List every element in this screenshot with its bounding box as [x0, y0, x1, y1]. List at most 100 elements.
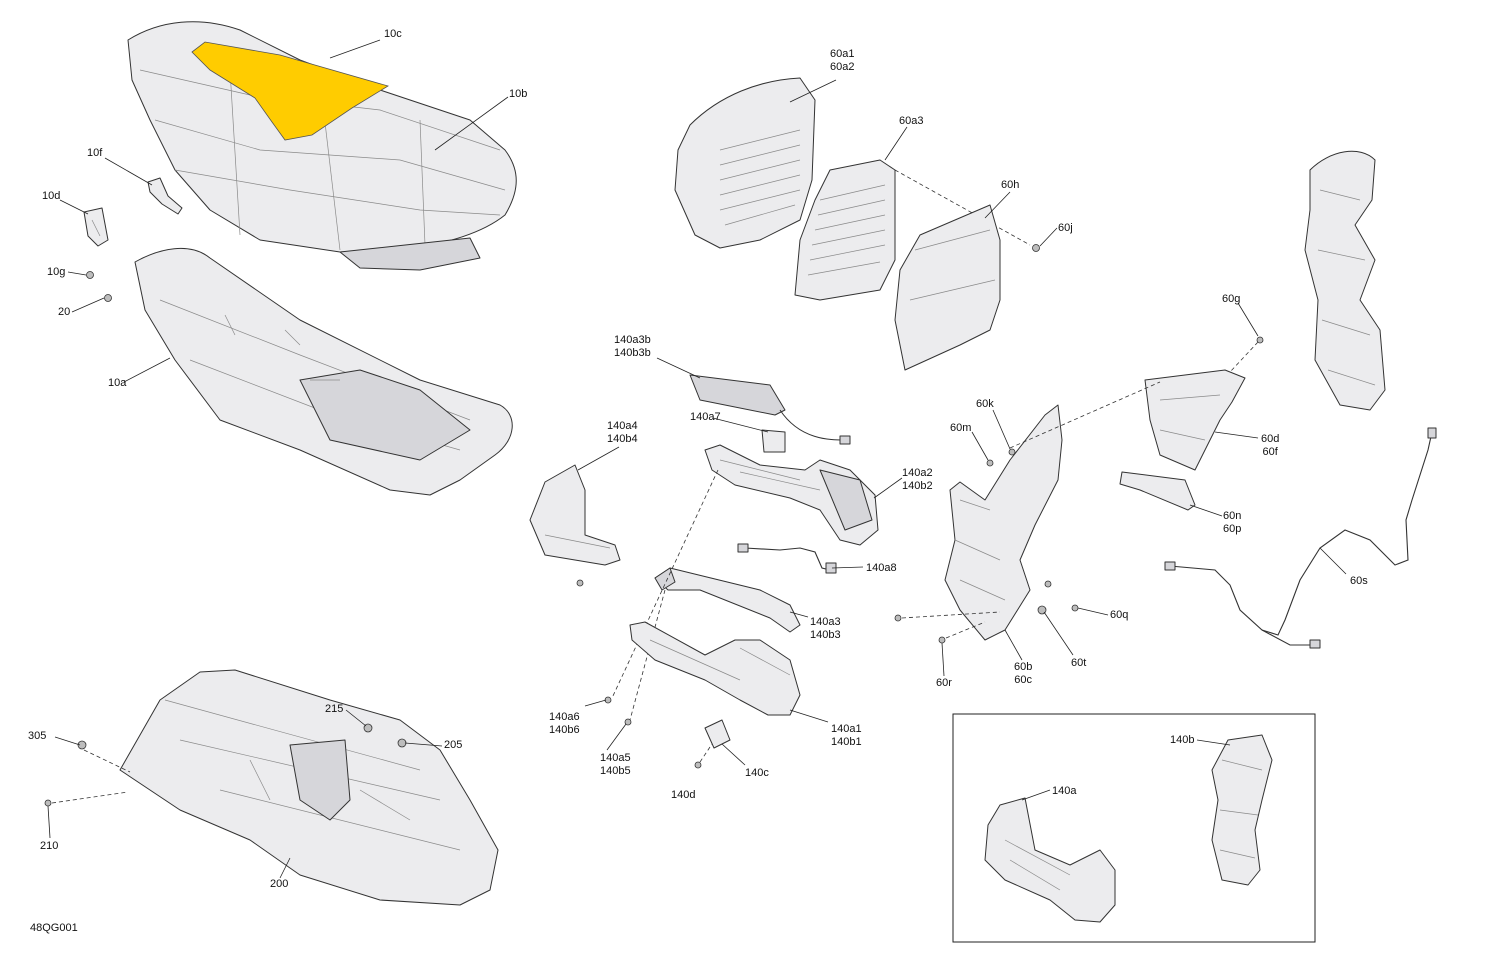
backrest-cover-60h — [894, 204, 1001, 371]
label-60n: 60n — [1223, 510, 1242, 522]
leader-dash-60b-side — [901, 611, 1001, 619]
cable-60s — [1169, 431, 1433, 636]
label-140a5: 140a5 — [600, 752, 631, 764]
seat-base-10a — [134, 247, 513, 496]
leader-dash-140a5 — [629, 589, 666, 721]
label-140b: 140b — [1170, 734, 1195, 746]
bracket-10d — [83, 207, 109, 247]
connector-60s-b — [1309, 639, 1321, 649]
label-140a4: 140a4 — [607, 420, 638, 432]
label-60a2: 60a2 — [830, 61, 855, 73]
inset-box — [952, 713, 1316, 943]
label-60q: 60q — [1110, 609, 1129, 621]
label-10a: 10a — [108, 377, 127, 389]
end-cap-140a4 — [529, 464, 621, 566]
screw-210 — [44, 799, 52, 807]
label-60p: 60p — [1223, 523, 1242, 535]
screw-60j — [1032, 244, 1040, 252]
label-140b2: 140b2 — [902, 480, 933, 492]
label-200: 200 — [270, 878, 289, 890]
inset-armrest-140b — [1211, 734, 1273, 886]
lower-base-200 — [119, 669, 499, 906]
seat-10b — [127, 21, 517, 271]
label-60s: 60s — [1350, 575, 1368, 587]
label-60j: 60j — [1058, 222, 1073, 234]
side-panel-tall — [1304, 150, 1386, 411]
diagram-code: 48QG001 — [30, 922, 78, 934]
side-frame-60b — [944, 404, 1063, 641]
label-20: 20 — [58, 306, 71, 318]
armrest-top-140a2 — [704, 444, 879, 546]
connector-60s-a — [1164, 561, 1176, 571]
leader-dash-305 — [83, 749, 131, 773]
label-140c: 140c — [745, 767, 769, 779]
label-60a1-60a2: 60a1 60a2 — [830, 48, 854, 74]
screw-60g — [1256, 336, 1264, 344]
label-60c: 60c — [1014, 674, 1033, 686]
label-10f: 10f — [87, 147, 103, 159]
label-140a2: 140a2 — [902, 467, 933, 479]
label-140b5: 140b5 — [600, 765, 631, 777]
label-140b3: 140b3 — [810, 629, 841, 641]
connector-60s-c — [1427, 427, 1437, 439]
leader-dash-60r — [945, 621, 986, 639]
seat-cover-10c — [191, 41, 389, 141]
harness-140a8 — [737, 543, 837, 574]
label-140a3b: 140a3b — [614, 334, 651, 346]
label-60k: 60k — [976, 398, 994, 410]
label-60d-60f: 60d 60f — [1261, 433, 1279, 459]
cable-60s-branch — [1261, 629, 1318, 646]
inset-armrest-140a — [984, 797, 1116, 923]
bracket-60d — [1144, 369, 1246, 471]
label-60a1: 60a1 — [830, 48, 855, 60]
label-60b-60c: 60b 60c — [1014, 661, 1032, 687]
label-205: 205 — [444, 739, 463, 751]
screw-140a4 — [576, 579, 584, 587]
backrest-shell-60a — [674, 77, 816, 249]
leader-dash-60g — [1229, 341, 1259, 373]
screw-60k — [1008, 448, 1016, 456]
label-60d: 60d — [1261, 433, 1280, 445]
label-140a7: 140a7 — [690, 411, 721, 423]
clip-205 — [397, 738, 407, 748]
leader-dash-60b — [1009, 381, 1161, 449]
screw-60r — [938, 636, 946, 644]
label-140a1-140b1: 140a1 140b1 — [831, 723, 862, 749]
clip-140c — [704, 719, 731, 749]
label-140a: 140a — [1052, 785, 1077, 797]
grab-handle-140a3 — [654, 567, 801, 633]
label-10b: 10b — [509, 88, 528, 100]
leader-lines — [47, 39, 1347, 879]
bracket-60n — [1119, 471, 1196, 511]
screw-60b-side — [894, 614, 902, 622]
label-60b: 60b — [1014, 661, 1033, 673]
label-140a8: 140a8 — [866, 562, 897, 574]
backrest-grid-60a3 — [794, 159, 896, 301]
screw-60m — [986, 459, 994, 467]
nut-305 — [77, 740, 87, 750]
screw-140d — [694, 761, 702, 769]
harness-140a3b — [689, 374, 851, 445]
label-60f: 60f — [1262, 446, 1278, 458]
label-140a1: 140a1 — [831, 723, 862, 735]
leader-dash-140d — [699, 743, 713, 763]
label-10g: 10g — [47, 266, 66, 278]
label-60n-60p: 60n 60p — [1223, 510, 1241, 536]
label-140b1: 140b1 — [831, 736, 862, 748]
label-140b4: 140b4 — [607, 433, 638, 445]
label-60r: 60r — [936, 677, 952, 689]
screw-10g — [86, 271, 94, 279]
switch-140a7 — [761, 429, 786, 453]
label-140a3b-140b3b: 140a3b 140b3b — [614, 334, 651, 360]
leader-dash-60a3 — [894, 169, 1031, 246]
label-215: 215 — [325, 703, 344, 715]
label-140a2-140b2: 140a2 140b2 — [902, 467, 933, 493]
label-10c: 10c — [384, 28, 402, 40]
armrest-lower-140a1 — [629, 621, 801, 716]
label-60a3: 60a3 — [899, 115, 924, 127]
screw-60q — [1071, 604, 1079, 612]
screw-60b-top — [1044, 580, 1052, 588]
label-140a3: 140a3 — [810, 616, 841, 628]
label-140a6: 140a6 — [549, 711, 580, 723]
